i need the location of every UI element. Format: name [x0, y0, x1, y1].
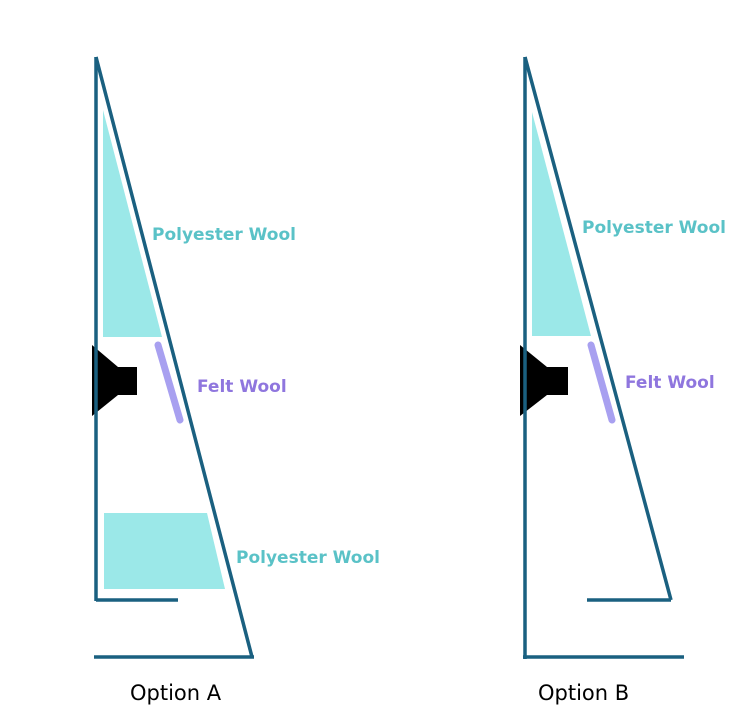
option-b-enclosure	[523, 56, 684, 659]
option-b-title: Option B	[538, 681, 629, 705]
option-b-group: Polyester Wool Felt Wool Option B	[520, 56, 726, 705]
option-a-polyester-top-label: Polyester Wool	[152, 225, 296, 245]
option-a-speaker-driver-icon	[92, 345, 137, 416]
option-a-polyester-top-fill	[103, 110, 162, 337]
option-a-title: Option A	[130, 681, 222, 705]
option-b-felt-label: Felt Wool	[625, 373, 715, 393]
option-a-polyester-bottom-label: Polyester Wool	[236, 548, 380, 568]
option-a-felt-label: Felt Wool	[197, 377, 287, 397]
option-b-polyester-top-label: Polyester Wool	[582, 218, 726, 238]
option-b-speaker-driver-icon	[520, 345, 568, 416]
option-b-felt-strip	[587, 341, 616, 424]
option-a-group: Polyester Wool Felt Wool Polyester Wool …	[92, 56, 380, 705]
option-a-front-baffle	[94, 56, 254, 658]
option-a-enclosure	[94, 56, 254, 659]
option-b-polyester-top-fill	[532, 112, 591, 336]
option-a-polyester-bottom-fill	[104, 513, 225, 589]
option-a-felt-strip	[154, 341, 184, 424]
option-b-front-baffle	[523, 56, 673, 601]
